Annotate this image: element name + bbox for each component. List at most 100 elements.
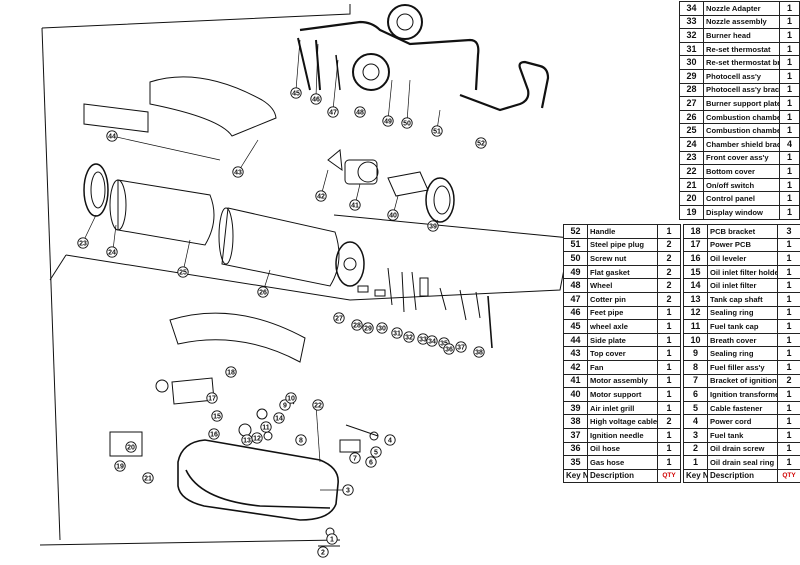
parts-cell-desc: Breath cover [707, 332, 778, 348]
parts-cell-qty: 2 [777, 373, 800, 389]
callout-circle [376, 322, 388, 334]
parts-cell-desc: Wheel [587, 278, 658, 293]
callout-number: 13 [243, 437, 251, 444]
callout-29: 29 [362, 322, 374, 334]
callout-circle [401, 117, 413, 129]
parts-cell-no: 44 [563, 332, 588, 348]
parts-cell-no: 24 [679, 136, 704, 152]
callout-circle [362, 322, 374, 334]
parts-cell-desc: Ignition needle [587, 427, 658, 443]
parts-cell-qty: 1 [657, 224, 681, 239]
parts-cell-qty: 1 [657, 427, 681, 443]
callout-circle [431, 125, 443, 137]
parts-cell-qty: 1 [777, 264, 800, 280]
callout-45: 45 [290, 87, 302, 99]
parts-cell-desc: Cable fastener [707, 400, 778, 416]
parts-cell-no: 46 [563, 305, 588, 321]
parts-cell-qty: 1 [777, 319, 800, 334]
parts-cell-no: 33 [679, 14, 704, 30]
chamber-shield-part [109, 179, 215, 246]
parts-header-key: Key No. [563, 468, 588, 484]
parts-cell-qty: 1 [779, 123, 800, 138]
callout-circle [106, 130, 118, 142]
parts-cell-qty: 1 [657, 346, 681, 361]
callout-39: 39 [427, 220, 439, 232]
parts-header-qty: QTY [777, 468, 800, 484]
parts-cell-no: 20 [679, 191, 704, 206]
callout-3: 3 [342, 484, 354, 496]
callout-number: 30 [378, 325, 386, 332]
parts-cell-desc: Oil drain screw [707, 441, 778, 457]
parts-cell-qty: 1 [777, 291, 800, 307]
parts-cell-no: 37 [563, 427, 588, 443]
parts-cell-desc: Motor assembly [587, 373, 658, 389]
parts-cell-qty: 1 [777, 427, 800, 443]
parts-cell-desc: Re-set thermostat bracket [703, 55, 780, 70]
callout-34: 34 [426, 335, 438, 347]
parts-cell-no: 27 [679, 96, 704, 111]
callout-circle [365, 456, 377, 468]
callout-17: 17 [206, 392, 218, 404]
air-inlet-grill-part [425, 177, 455, 223]
front-cover-part [83, 163, 109, 217]
callout-number: 19 [116, 463, 124, 470]
callout-number: 7 [353, 455, 357, 462]
parts-cell-desc: Air inlet grill [587, 400, 658, 416]
parts-cell-qty: 1 [777, 441, 800, 457]
parts-cell-desc: Feet pipe [587, 305, 658, 321]
parts-cell-no: 2 [683, 441, 708, 457]
parts-cell-qty: 1 [779, 14, 800, 30]
callout-48: 48 [354, 106, 366, 118]
callout-36: 36 [443, 343, 455, 355]
callout-number: 38 [475, 349, 483, 356]
parts-cell-no: 12 [683, 305, 708, 321]
callout-4: 4 [384, 434, 396, 446]
parts-cell-no: 6 [683, 387, 708, 402]
callout-circle [387, 209, 399, 221]
parts-cell-qty: 1 [779, 41, 800, 57]
parts-cell-no: 35 [563, 455, 588, 470]
parts-cell-desc: Control panel [703, 191, 780, 206]
callout-number: 16 [210, 431, 218, 438]
callout-number: 24 [108, 249, 116, 256]
parts-cell-no: 50 [563, 251, 588, 266]
callout-circle [349, 452, 361, 464]
side-plate-part [83, 103, 149, 133]
callout-20: 20 [125, 441, 137, 453]
callout-12: 12 [251, 432, 263, 444]
parts-cell-desc: wheel axle [587, 319, 658, 334]
parts-cell-no: 36 [563, 441, 588, 457]
parts-header-key: Key No. [683, 468, 708, 484]
parts-cell-desc: On/off switch [703, 177, 780, 193]
parts-cell-desc: Sealing ring [707, 305, 778, 321]
parts-cell-qty: 3 [777, 224, 800, 239]
callout-circle [114, 460, 126, 472]
parts-cell-no: 8 [683, 359, 708, 375]
callout-number: 47 [329, 109, 337, 116]
parts-cell-desc: Fuel tank [707, 427, 778, 443]
callout-circle [77, 237, 89, 249]
bottom-cover-part [169, 312, 306, 363]
callout-11: 11 [260, 421, 272, 433]
parts-cell-no: 5 [683, 400, 708, 416]
callout-21: 21 [142, 472, 154, 484]
callout-circle [349, 199, 361, 211]
callout-circle [327, 106, 339, 118]
